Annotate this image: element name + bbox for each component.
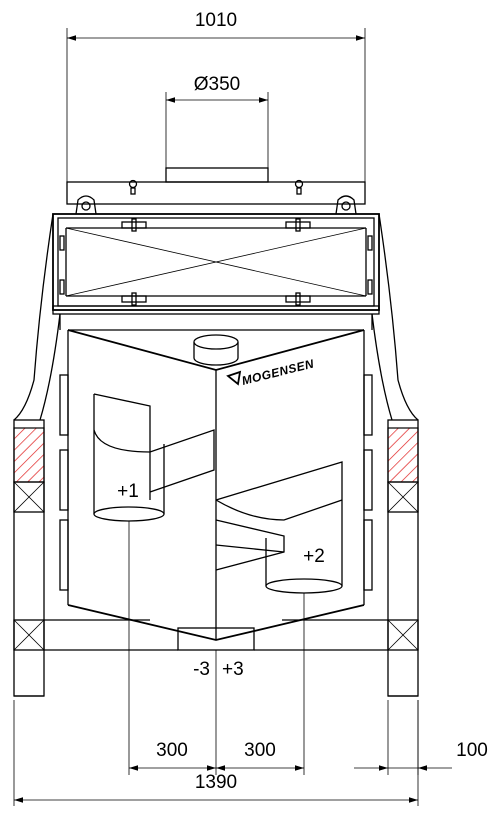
lifting-eye-right [335,195,357,215]
dim-label-diameter: Ø350 [194,74,240,95]
brand-logo: MOGENSEN [226,356,316,388]
dim-label-100: 100 [456,740,488,761]
dim-label-1010: 1010 [195,10,237,31]
dim-label-300-right: 300 [244,740,276,761]
frame-top [52,213,380,330]
dimension-offsets: -3 +3 [193,650,244,775]
side-plates [44,330,388,651]
outlet-2: +2 [215,461,343,594]
eye-bolt-left [128,179,138,195]
dimension-spacing: 300 300 [128,521,305,775]
dim-label-plus3: +3 [222,659,244,680]
eye-bolt-right [294,179,304,195]
dimension-1390: 1390 [13,700,419,806]
dimension-diameter: Ø350 [165,74,269,170]
clamps [59,218,373,306]
hopper-body [67,329,365,651]
dimension-100: 100 [354,700,488,775]
inspection-port [193,334,239,366]
leg-left [13,213,61,697]
outlet-2-label: +2 [303,546,325,567]
dim-label-minus3: -3 [193,659,210,680]
outlet-1-label: +1 [117,481,139,502]
dimension-1010: 1010 [66,10,366,182]
top-outlet [66,167,366,205]
outlet-1: +1 [93,393,215,522]
dim-label-300-left: 300 [156,740,188,761]
leg-right [371,213,419,697]
lifting-eye-left [75,195,97,215]
dim-label-1390: 1390 [195,772,237,793]
